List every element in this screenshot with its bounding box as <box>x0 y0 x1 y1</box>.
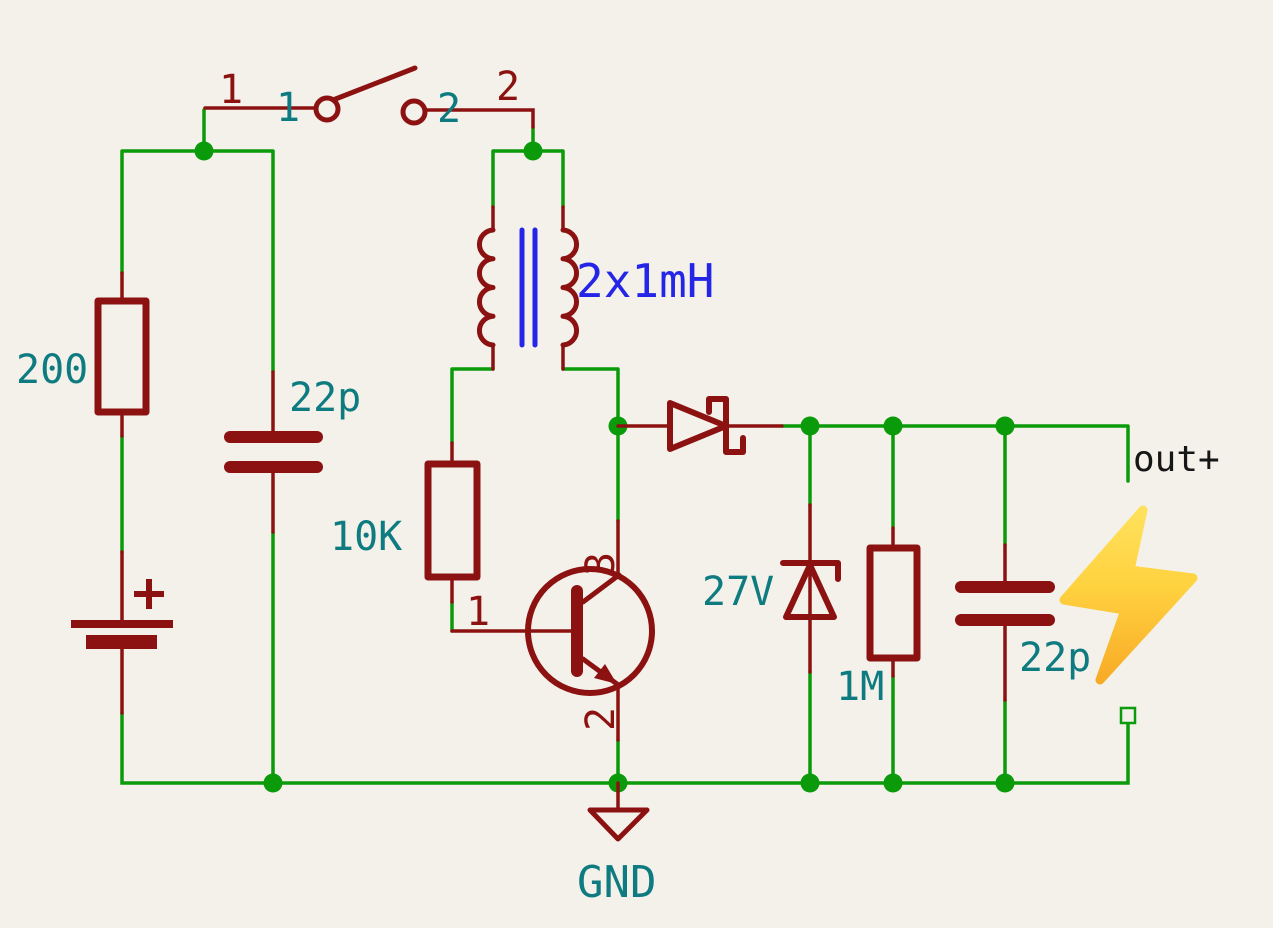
switch-lever <box>330 65 418 103</box>
capacitor-output-value: 22p <box>1019 635 1091 681</box>
switch-pin2-name: 2 <box>437 86 461 132</box>
schottky-diode <box>616 396 784 455</box>
capacitor-22p-input <box>224 370 323 534</box>
resistor-10k <box>424 441 481 604</box>
transistor-pin-emitter: 2 <box>578 707 624 731</box>
resistor-1m-value: 1M <box>836 664 884 710</box>
schematic-labels: 1 1 2 2 200 22p 2x1mH 10K 3 1 2 27V 1M 2… <box>16 64 1220 908</box>
wire-end-square <box>1119 706 1137 725</box>
primary-winding <box>476 227 496 348</box>
output-net-label: out+ <box>1133 439 1220 480</box>
capacitor-input-value: 22p <box>289 375 361 421</box>
ground-net-label: GND <box>577 857 656 908</box>
secondary-winding <box>560 227 580 348</box>
transformer-core <box>519 227 538 348</box>
resistor-200 <box>94 271 150 438</box>
switch-pin1-number: 1 <box>219 67 243 113</box>
collector-lead <box>580 572 622 605</box>
zener-diode-27v <box>780 503 841 674</box>
gnd-symbol <box>587 781 650 842</box>
transistor-pin-collector: 3 <box>578 552 624 576</box>
transformer-2x1mh <box>476 205 580 371</box>
transistor-base-bar <box>571 585 583 677</box>
resistor-10k-value: 10K <box>330 514 402 560</box>
switch-pin2-number: 2 <box>496 64 520 110</box>
junction-dots <box>194 141 1015 793</box>
emitter-arrow <box>594 664 617 684</box>
zener-value: 27V <box>702 569 774 615</box>
spst-switch <box>203 65 535 129</box>
zener-cathode-bar <box>780 560 841 582</box>
resistor-1m <box>866 526 921 678</box>
battery <box>71 550 173 715</box>
schottky-cathode-bar <box>706 396 746 455</box>
battery-plus-icon <box>134 579 164 609</box>
capacitor-22p-output <box>955 543 1055 702</box>
resistor-200-value: 200 <box>16 347 88 393</box>
npn-transistor <box>450 519 655 742</box>
lightning-bolt-icon <box>1059 505 1198 685</box>
transformer-value: 2x1mH <box>576 254 714 308</box>
switch-pin1-name: 1 <box>276 85 300 131</box>
transistor-pin-base: 1 <box>466 589 490 635</box>
